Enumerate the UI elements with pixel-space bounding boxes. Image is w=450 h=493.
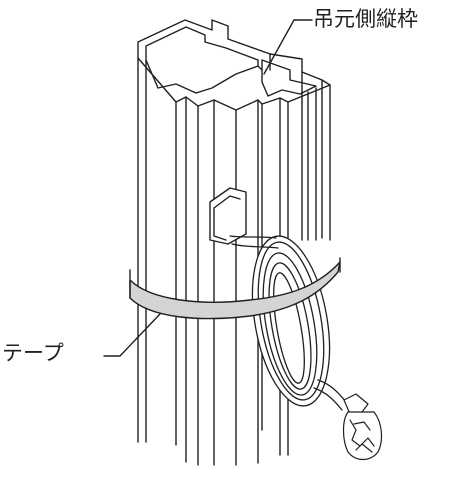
tape-label: テープ xyxy=(2,341,64,365)
tape-band xyxy=(129,257,341,320)
plug xyxy=(342,393,383,461)
frame-top-section xyxy=(137,19,331,111)
frame-leader-line xyxy=(263,19,313,75)
frame-left-face xyxy=(137,57,187,463)
frame-slot xyxy=(209,187,247,245)
tape-leader-line xyxy=(103,313,161,357)
coiled-cable xyxy=(229,235,347,411)
frame-label: 吊元側縦枠 xyxy=(313,7,418,31)
